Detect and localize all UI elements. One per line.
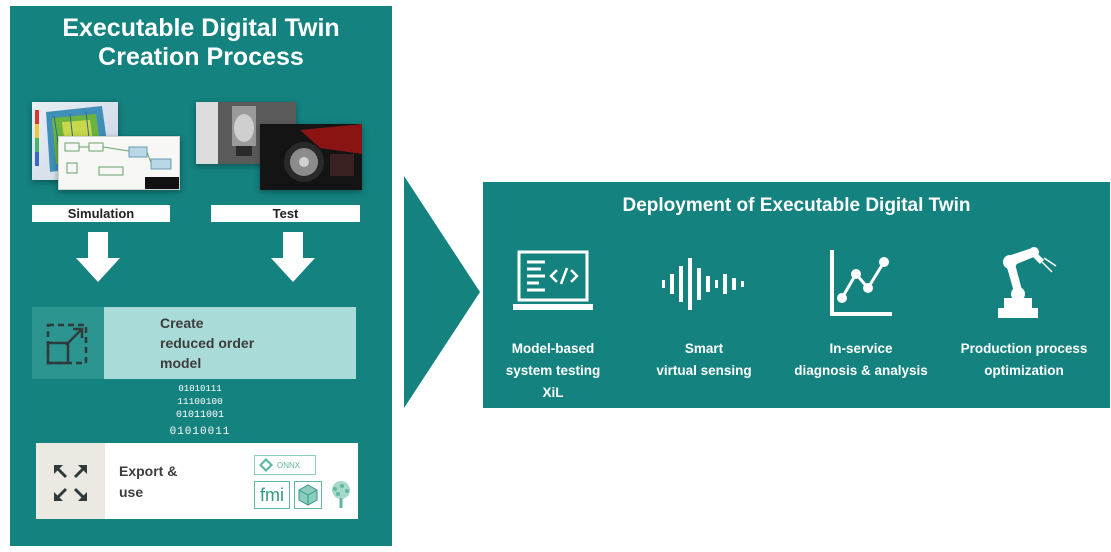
feature-label-line: optimization: [984, 363, 1064, 378]
simulation-label: Simulation: [32, 205, 170, 222]
export-and-use-step: Export & use ONNX fmi: [36, 443, 358, 519]
laptop-code-icon: [513, 250, 593, 310]
simulation-schematic-image: [58, 136, 180, 190]
binary-line: 01010111: [178, 384, 222, 394]
binary-line: 11100100: [177, 396, 223, 407]
test-rig-image: [196, 102, 296, 164]
cube-logo: [294, 481, 322, 509]
soundwave-icon: [662, 258, 744, 310]
robot-arm-icon: [998, 247, 1057, 318]
rom-line-3: model: [160, 355, 202, 371]
deployment-panel: Deployment of Executable Digital Twin Mo…: [483, 182, 1110, 408]
title-line-1: Executable Digital Twin: [62, 14, 340, 42]
onnx-icon: [259, 458, 273, 472]
export-line-2: use: [119, 484, 144, 500]
reduce-model-icon-box: [32, 307, 104, 379]
reduced-order-model-step: Create reduced order model: [32, 307, 356, 379]
binary-line: 01011001: [175, 410, 224, 421]
arrow-down-icon: [271, 232, 315, 282]
rom-line-2: reduced order: [160, 335, 255, 351]
onnx-logo: ONNX: [254, 455, 316, 475]
feature-label: Model-based system testing XiL: [478, 338, 628, 404]
resize-reduce-icon: [46, 323, 88, 365]
feature-production-optimization: Production process optimization: [949, 244, 1099, 382]
test-wheel-image: [260, 124, 362, 190]
tree-network-icon: [332, 481, 350, 508]
arrow-down-icon: [76, 232, 120, 282]
feature-in-service-diagnosis: In-service diagnosis & analysis: [786, 244, 936, 382]
feature-label-line: XiL: [542, 385, 564, 400]
title-line-2: Creation Process: [98, 43, 304, 71]
feature-label-line: system testing: [505, 363, 601, 378]
reduced-order-model-label: Create reduced order model: [160, 313, 254, 373]
export-line-1: Export &: [119, 463, 178, 479]
feature-smart-virtual-sensing: Smart virtual sensing: [629, 244, 779, 382]
onnx-logo-text: ONNX: [277, 460, 301, 470]
feature-label-line: virtual sensing: [656, 363, 752, 378]
feature-label-line: In-service: [829, 341, 893, 356]
creation-process-title: Executable Digital Twin Creation Process: [10, 14, 392, 72]
line-chart-icon: [830, 250, 892, 316]
feature-label-line: diagnosis & analysis: [794, 363, 928, 378]
test-label: Test: [211, 205, 360, 222]
creation-process-panel: Executable Digital Twin Creation Process: [10, 6, 392, 546]
deployment-title: Deployment of Executable Digital Twin: [622, 195, 971, 216]
feature-label: Smart virtual sensing: [629, 338, 779, 382]
expand-arrows-icon: [54, 465, 87, 501]
rom-line-1: Create: [160, 315, 204, 331]
cube-icon: [298, 484, 318, 506]
feature-label-line: Model-based: [511, 341, 595, 356]
fmi-logo: fmi: [254, 481, 290, 509]
feature-label: Production process optimization: [949, 338, 1099, 382]
export-icon-box: [36, 443, 105, 519]
feature-label-line: Production process: [960, 341, 1088, 356]
export-and-use-label: Export & use: [119, 461, 177, 503]
binary-line: 01010011: [169, 426, 231, 438]
feature-label-line: Smart: [684, 341, 724, 356]
flow-chevron-arrow: [404, 176, 480, 408]
feature-label: In-service diagnosis & analysis: [786, 338, 936, 382]
feature-model-based-testing: Model-based system testing XiL: [478, 244, 628, 404]
